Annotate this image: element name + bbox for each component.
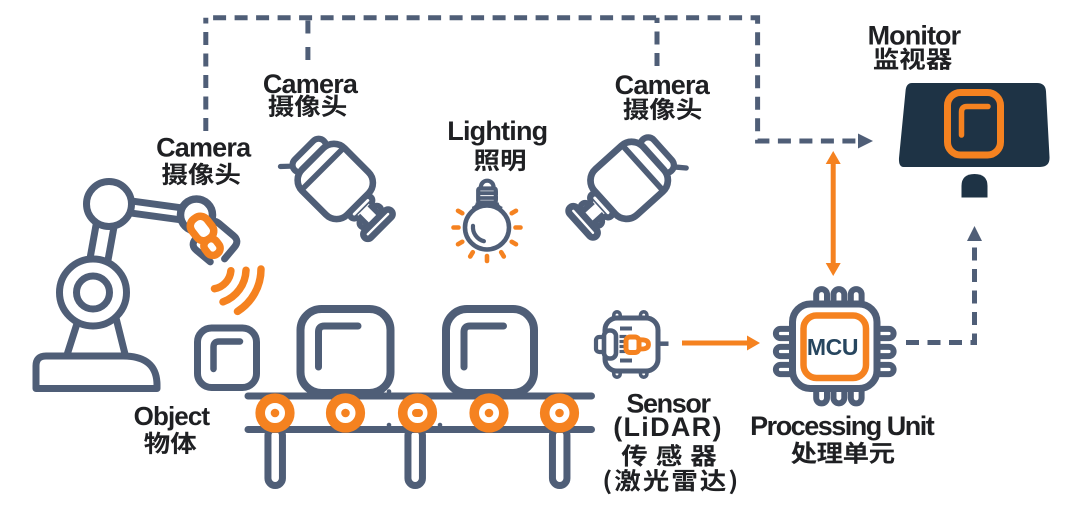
svg-text:Camera: Camera [615,70,711,100]
svg-text:Lighting: Lighting [447,116,547,146]
svg-text:Monitor: Monitor [868,20,962,50]
svg-text:Processing Unit: Processing Unit [750,411,935,441]
svg-text:Camera: Camera [156,132,252,162]
svg-text:Sensor: Sensor [626,389,711,419]
svg-text:Object: Object [134,401,211,431]
svg-text:MCU: MCU [807,334,858,360]
svg-text:(LiDAR): (LiDAR) [613,412,723,442]
svg-text:Camera: Camera [263,69,359,99]
